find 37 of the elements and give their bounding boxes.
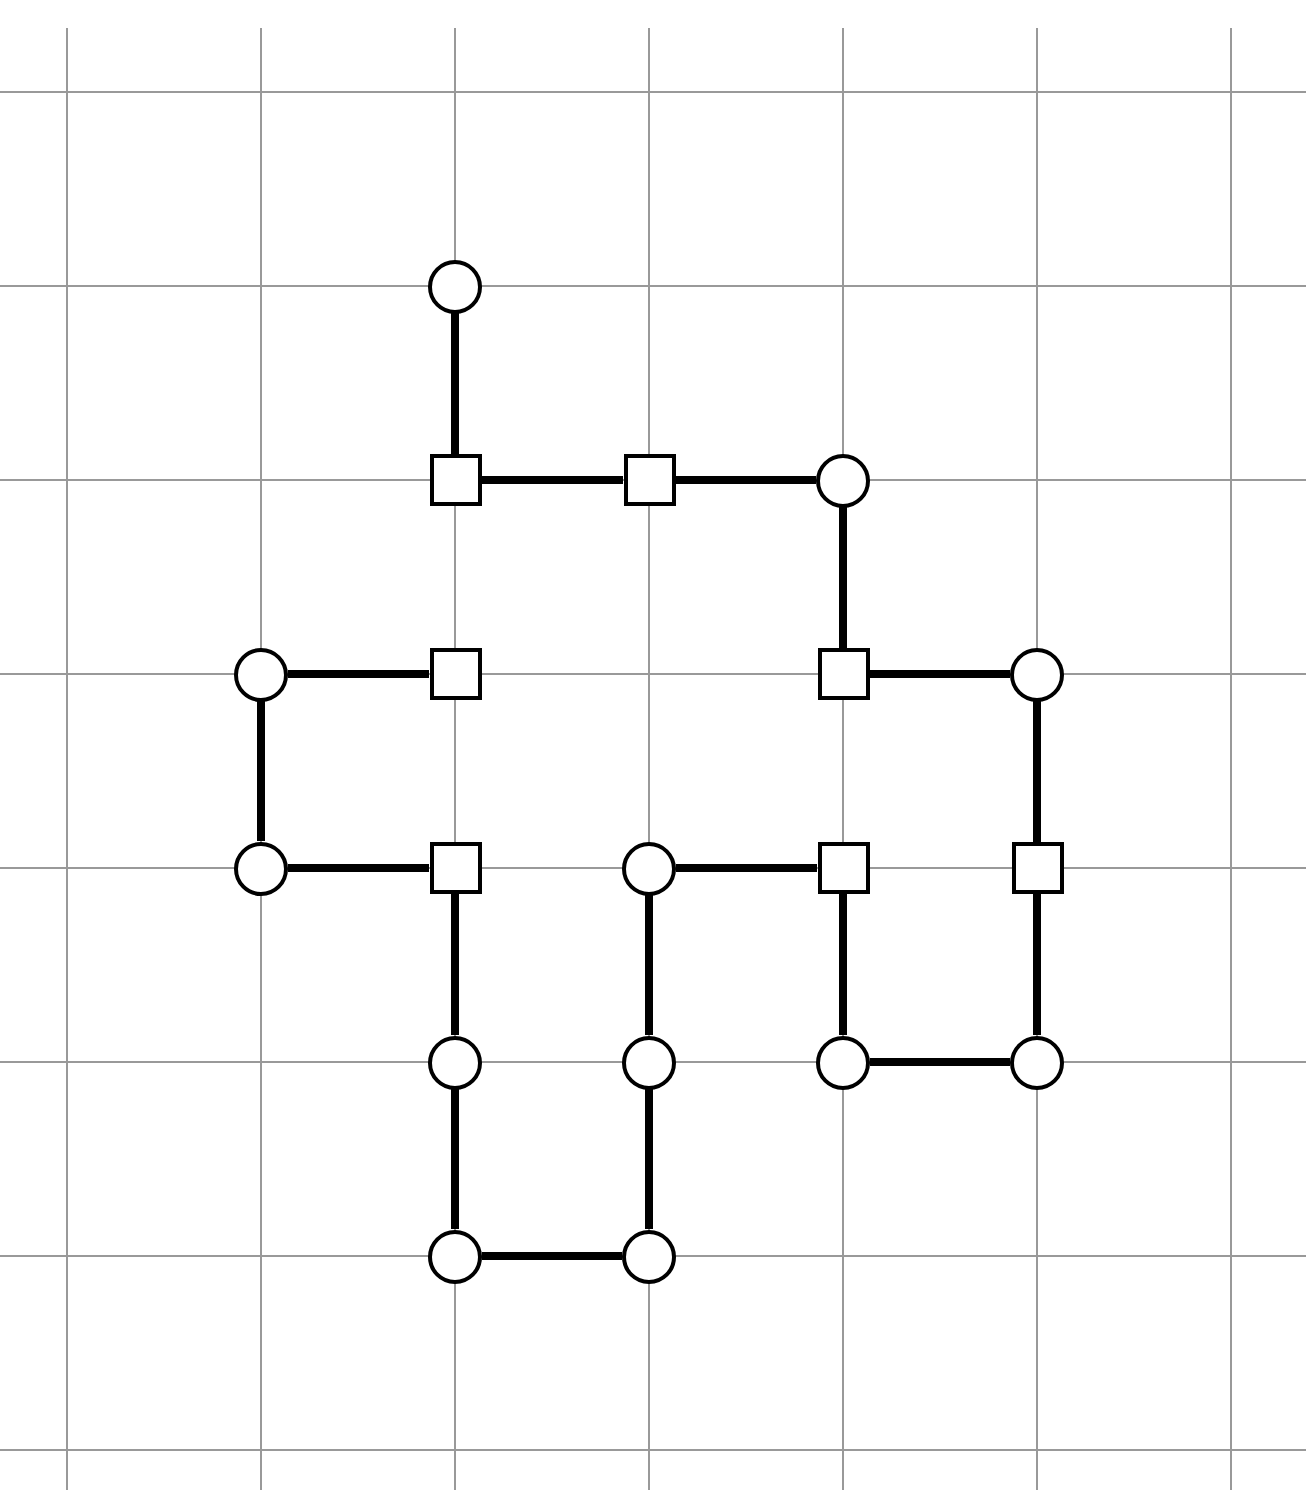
connector-line bbox=[1033, 894, 1041, 1035]
square-node bbox=[623, 454, 675, 506]
circle-node bbox=[622, 841, 676, 895]
connector-line bbox=[839, 507, 847, 648]
connector-line bbox=[676, 864, 817, 872]
square-node bbox=[429, 454, 481, 506]
square-node bbox=[429, 842, 481, 894]
connector-line bbox=[288, 864, 429, 872]
circle-node bbox=[622, 1229, 676, 1283]
connector-line bbox=[869, 670, 1010, 678]
connector-line bbox=[839, 894, 847, 1035]
circle-node bbox=[1010, 1035, 1064, 1089]
square-node bbox=[429, 648, 481, 700]
connector-line bbox=[645, 1089, 653, 1229]
connector-line bbox=[451, 894, 459, 1035]
circle-node bbox=[622, 1035, 676, 1089]
square-node bbox=[1011, 842, 1063, 894]
connector-line bbox=[645, 895, 653, 1035]
circle-node bbox=[428, 259, 482, 313]
circle-node bbox=[234, 841, 288, 895]
connector-line bbox=[870, 1058, 1010, 1066]
square-node bbox=[817, 648, 869, 700]
connector-line bbox=[481, 476, 623, 484]
connector-line bbox=[451, 313, 459, 454]
circle-node bbox=[234, 647, 288, 701]
connector-line bbox=[451, 1089, 459, 1229]
square-node bbox=[817, 842, 869, 894]
circle-node bbox=[428, 1229, 482, 1283]
circle-node bbox=[428, 1035, 482, 1089]
connector-line bbox=[1033, 701, 1041, 842]
connector-line bbox=[288, 670, 429, 678]
connector-line bbox=[482, 1252, 622, 1260]
circle-node bbox=[816, 1035, 870, 1089]
connector-line bbox=[257, 701, 265, 841]
circle-node bbox=[816, 453, 870, 507]
connector-line bbox=[675, 476, 816, 484]
circle-node bbox=[1010, 647, 1064, 701]
